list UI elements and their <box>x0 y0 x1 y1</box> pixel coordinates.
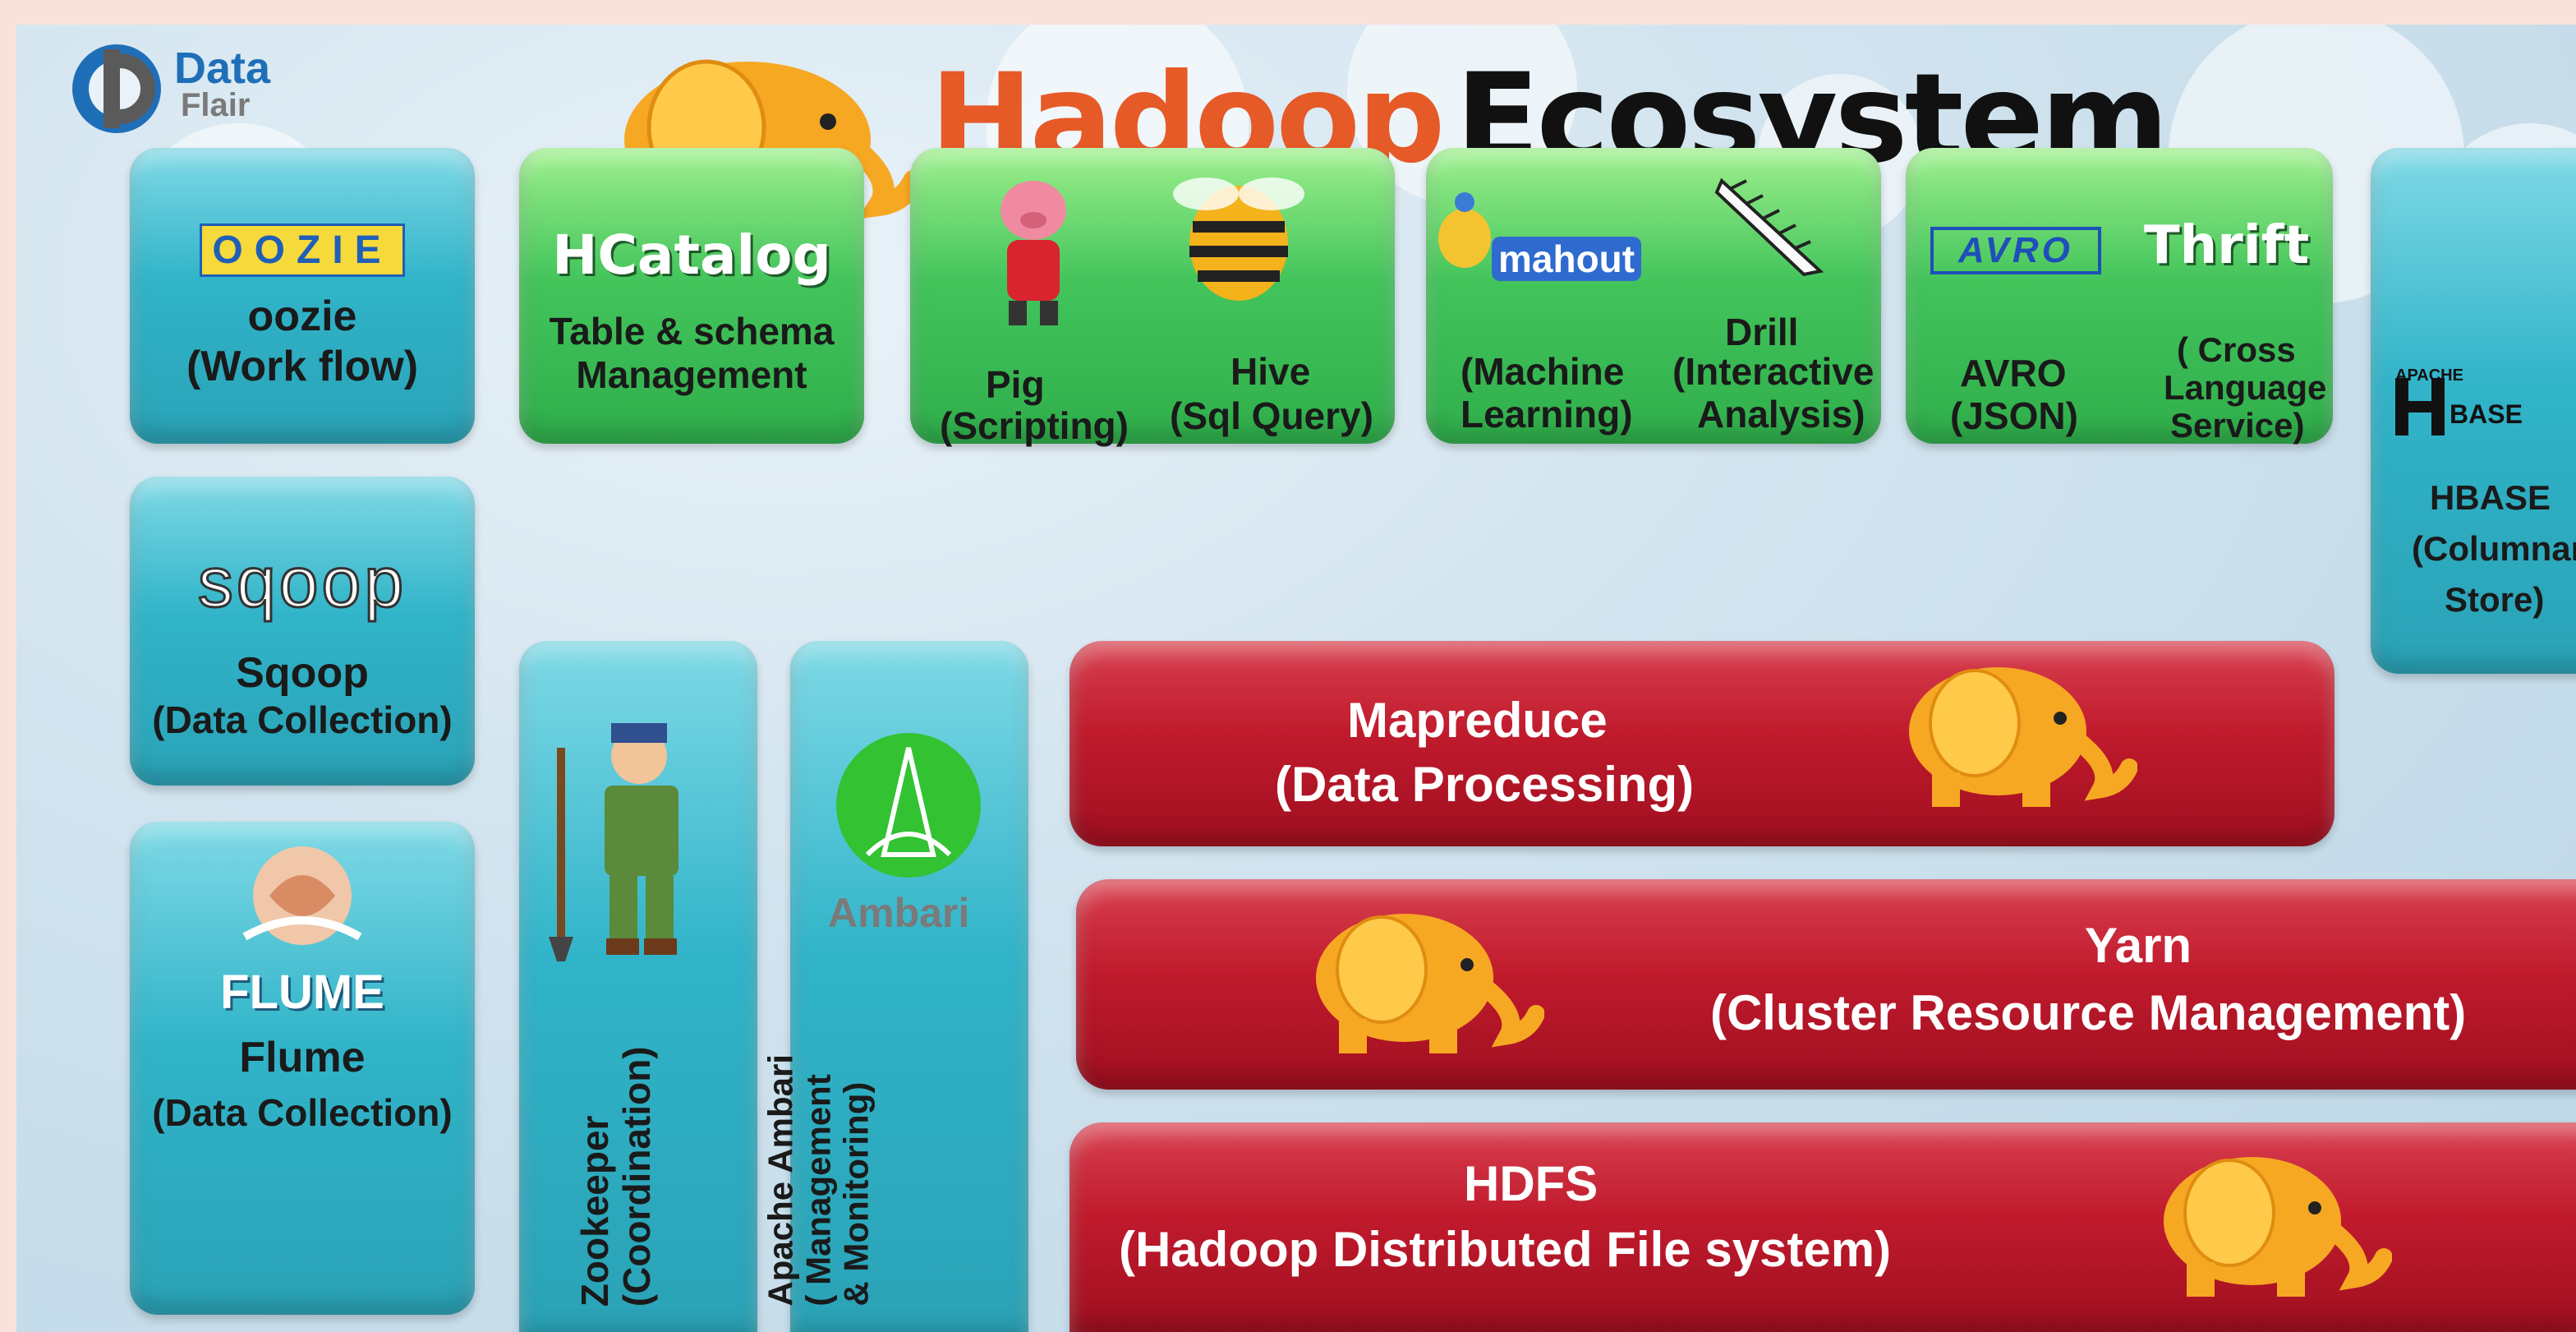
mahout-logo: mahout <box>1492 237 1642 281</box>
avro-desc: (JSON) <box>1950 394 2078 437</box>
hcatalog-desc-line2: Management <box>576 353 807 396</box>
flume-icon <box>242 846 362 945</box>
hbase-desc-line2: Store) <box>2445 580 2545 619</box>
ambari-logo: Ambari <box>828 890 970 936</box>
sqoop-box: sqoop Sqoop (Data Collection) <box>130 477 475 786</box>
oozie-name: oozie <box>247 293 357 340</box>
drill-desc-line2: Analysis) <box>1697 393 1865 436</box>
dataflair-logo-line2: Flair <box>181 87 251 123</box>
flume-logo: FLUME <box>220 966 384 1019</box>
diagram-canvas: Data Flair Hadoop Ecosystem OOZIE oozie … <box>16 25 2576 1332</box>
pig-name: Pig <box>986 363 1045 406</box>
mapreduce-elephant-icon <box>1909 667 2137 807</box>
thrift-desc-line2: Language <box>2164 368 2327 407</box>
hbase-logo-small: APACHE <box>2395 366 2463 385</box>
hive-desc: (Sql Query) <box>1170 394 1373 437</box>
oozie-desc: (Work flow) <box>186 343 419 391</box>
pig-icon <box>1000 181 1066 325</box>
thrift-desc-line1: ( Cross <box>2177 330 2296 369</box>
yarn-desc: (Cluster Resource Management) <box>1710 985 2467 1040</box>
drill-name: Drill <box>1725 311 1799 353</box>
dataflair-logo-icon <box>72 44 161 133</box>
ambari-desc-line1: ( Management <box>798 1074 838 1307</box>
thrift-logo: Thrift <box>2144 215 2310 276</box>
ambari-label: Apache Ambari ( Management & Monitoring) <box>761 1054 876 1307</box>
flume-box: FLUME Flume (Data Collection) <box>130 822 475 1315</box>
ambari-icon <box>836 733 981 878</box>
zookeeper-icon <box>549 723 678 961</box>
hcatalog-logo: HCatalog <box>552 224 831 287</box>
flume-desc: (Data Collection) <box>152 1091 453 1135</box>
zookeeper-label: Zookeeper (Coordination) <box>573 1046 658 1307</box>
avro-name: AVRO <box>1960 352 2067 394</box>
avro-thrift-box: AVRO Thrift AVRO (JSON) ( Cross Language… <box>1906 148 2333 445</box>
flume-name: Flume <box>239 1034 366 1081</box>
hbase-logo: BASE <box>2450 399 2523 429</box>
zookeeper-desc: (Coordination) <box>614 1046 658 1307</box>
hcatalog-desc-line1: Table & schema <box>549 310 835 353</box>
oozie-logo: OOZIE <box>200 224 405 277</box>
hdfs-name: HDFS <box>1464 1156 1598 1211</box>
sqoop-name: Sqoop <box>236 649 369 697</box>
hdfs-elephant-icon <box>2164 1157 2392 1297</box>
zookeeper-name: Zookeeper <box>573 1115 616 1307</box>
mahout-drill-box: mahout Drill (Machine Learning) (Interac… <box>1426 148 1881 444</box>
yarn-elephant-icon <box>1316 914 1544 1053</box>
hcatalog-box: HCatalog Table & schema Management <box>519 148 864 444</box>
pig-desc: (Scripting) <box>940 404 1129 447</box>
sqoop-desc: (Data Collection) <box>152 698 453 742</box>
hdfs-desc: (Hadoop Distributed File system) <box>1119 1222 1892 1277</box>
thrift-desc-line3: Service) <box>2170 406 2305 445</box>
hive-bee-icon <box>1173 177 1304 301</box>
dataflair-logo-line1: Data <box>174 44 271 93</box>
hbase-logo-h <box>2395 378 2445 436</box>
drill-desc-line1: (Interactive <box>1672 350 1874 393</box>
ambari-box: Ambari Apache Ambari ( Management & Moni… <box>761 641 1028 1332</box>
drill-icon <box>1714 177 1824 277</box>
ambari-name: Apache Ambari <box>761 1054 800 1307</box>
ambari-desc-line2: & Monitoring) <box>836 1082 876 1307</box>
hdfs-bar: HDFS (Hadoop Distributed File system) <box>1070 1122 2576 1332</box>
yarn-bar: Yarn (Cluster Resource Management) <box>1076 879 2576 1090</box>
mahout-icon <box>1438 192 1491 268</box>
hbase-name: HBASE <box>2430 478 2551 517</box>
avro-logo: AVRO <box>1930 227 2101 274</box>
yarn-name: Yarn <box>2085 918 2192 973</box>
hbase-desc-line1: (Columnar <box>2412 529 2576 568</box>
dataflair-logo: Data Flair <box>66 33 345 140</box>
zookeeper-box: Zookeeper (Coordination) <box>519 641 757 1332</box>
mahout-desc-line1: (Machine <box>1460 350 1625 393</box>
hive-name: Hive <box>1230 350 1311 393</box>
mapreduce-name: Mapreduce <box>1347 693 1608 748</box>
mahout-desc-line2: Learning) <box>1460 393 1633 436</box>
pig-hive-box: Pig (Scripting) Hive (Sql Query) <box>910 148 1395 447</box>
oozie-box: OOZIE oozie (Work flow) <box>130 148 475 444</box>
mapreduce-bar: Mapreduce (Data Processing) <box>1070 641 2334 846</box>
mapreduce-desc: (Data Processing) <box>1275 757 1695 812</box>
hbase-box: APACHE BASE HBASE (Columnar Store) <box>2371 148 2576 674</box>
sqoop-logo: sqoop <box>196 542 407 624</box>
